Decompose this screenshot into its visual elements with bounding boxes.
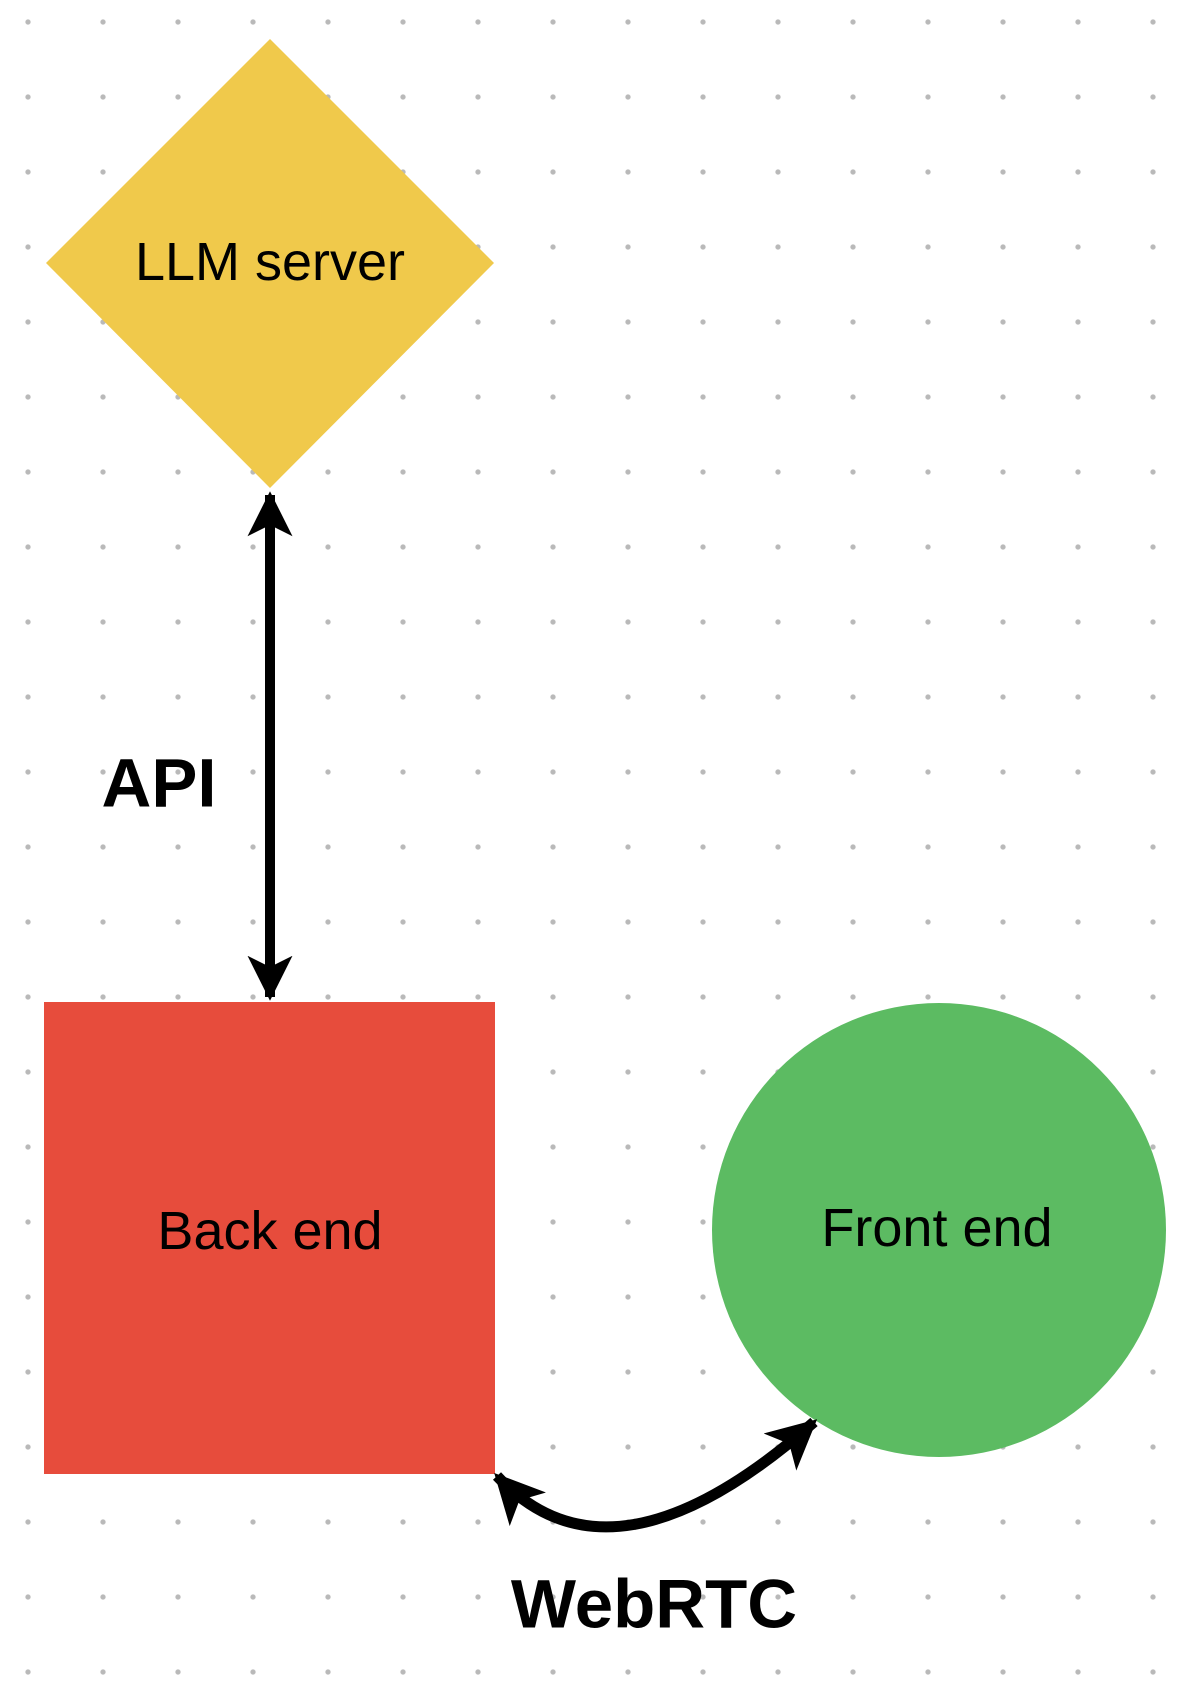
llm-server-diamond-node — [46, 39, 494, 488]
api-edge-label: API — [101, 744, 217, 822]
back-end-node-label: Back end — [157, 1201, 383, 1261]
webrtc-edge-label: WebRTC — [510, 1565, 798, 1643]
front-end-node-label: Front end — [821, 1198, 1053, 1258]
llm-server-node-label: LLM server — [134, 232, 406, 292]
back-end-square-node — [44, 1002, 495, 1474]
webrtc-curved-double-arrow — [492, 1417, 818, 1533]
front-end-circle-node — [712, 1003, 1166, 1457]
